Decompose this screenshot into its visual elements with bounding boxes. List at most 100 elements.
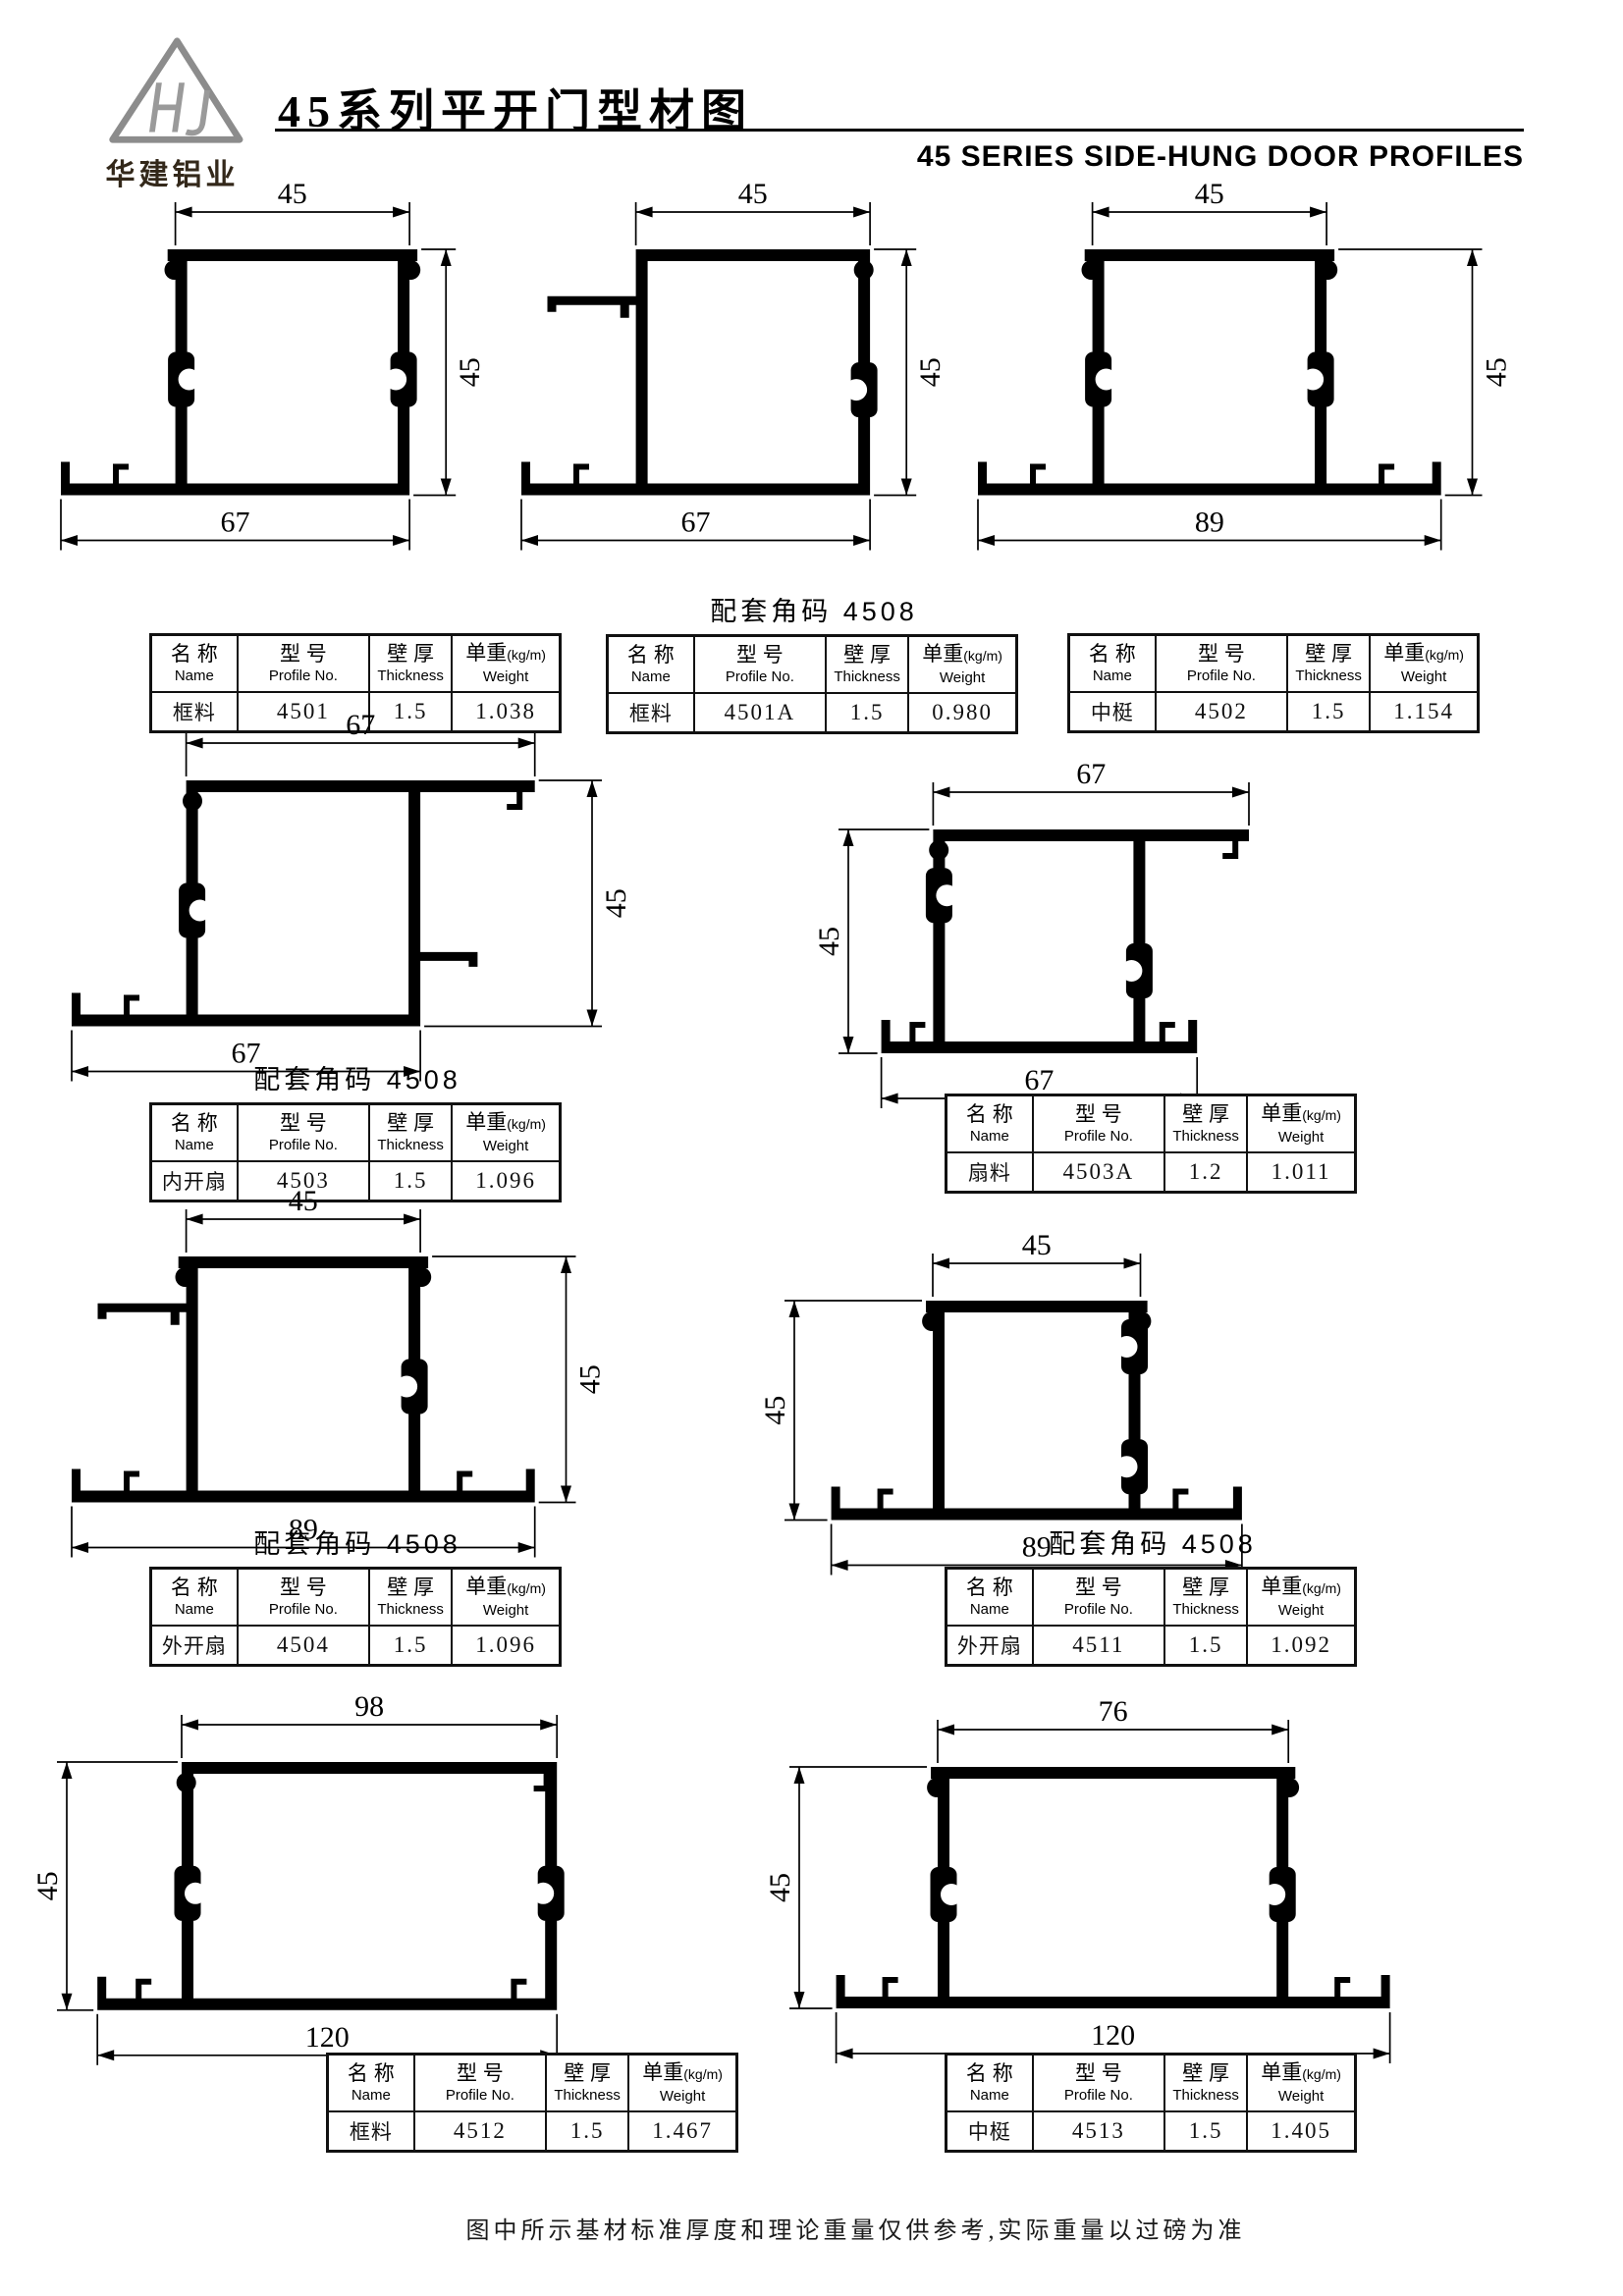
header-en: Name xyxy=(969,1128,1009,1145)
value-name: 中梃 xyxy=(1067,691,1157,733)
header-en: Profile No. xyxy=(1063,1601,1133,1618)
svg-text:45: 45 xyxy=(1481,357,1513,387)
header-en: Thickness xyxy=(1172,1601,1239,1618)
accessory-caption: 配套角码 4508 xyxy=(1049,1529,1257,1559)
header-en: Name xyxy=(969,2087,1009,2104)
col-header-weight: 单重(kg/m)Weight xyxy=(451,633,562,693)
value-profile-no: 4504 xyxy=(236,1625,371,1667)
header-cn: 壁 厚 xyxy=(387,643,435,666)
header-cn: 名 称 xyxy=(1088,643,1136,666)
value-weight: 1.405 xyxy=(1246,2110,1357,2153)
header-en: Weight xyxy=(482,1138,529,1154)
header-en: Profile No. xyxy=(1063,1128,1133,1145)
value-profile-no: 4501 xyxy=(236,691,371,733)
col-header-weight: 单重(kg/m)Weight xyxy=(1246,1094,1357,1153)
value-weight: 1.092 xyxy=(1246,1625,1357,1667)
header-en: Profile No. xyxy=(268,1601,338,1618)
svg-text:45: 45 xyxy=(1195,178,1224,210)
header-cn: 单重(kg/m) xyxy=(465,1111,546,1134)
drawing-4504: 45 89 45 xyxy=(71,1185,607,1558)
dimension-lines xyxy=(977,202,1483,551)
svg-text:45: 45 xyxy=(289,1185,318,1217)
value-name: 框料 xyxy=(606,692,695,734)
col-header-weight: 单重(kg/m)Weight xyxy=(1246,1567,1357,1627)
weight-unit: (kg/m) xyxy=(1302,1107,1341,1123)
page-subtitle: 45 SERIES SIDE-HUNG DOOR PROFILES xyxy=(916,140,1524,173)
page-title: 45系列平开门型材图 xyxy=(278,85,753,136)
svg-text:45: 45 xyxy=(813,927,845,956)
header-en: Profile No. xyxy=(445,2087,514,2104)
value-thickness: 1.5 xyxy=(1286,691,1372,733)
header-cn: 壁 厚 xyxy=(387,1112,435,1135)
weight-unit: (kg/m) xyxy=(507,647,546,663)
company-logo: 华建铝业 xyxy=(77,35,268,193)
value-weight: 1.096 xyxy=(451,1625,562,1667)
col-header-weight: 单重(kg/m)Weight xyxy=(1246,2053,1357,2112)
header-cn: 单重(kg/m) xyxy=(642,2061,723,2084)
dimension-lines xyxy=(60,202,457,551)
svg-text:45: 45 xyxy=(764,1873,796,1902)
value-weight: 1.038 xyxy=(451,691,562,733)
svg-text:45: 45 xyxy=(574,1364,607,1394)
value-profile-no: 4512 xyxy=(412,2110,548,2153)
header-en: Name xyxy=(174,1137,214,1153)
header-cn: 名 称 xyxy=(170,643,218,666)
svg-text:120: 120 xyxy=(305,2021,350,2054)
profile-section-shape xyxy=(978,249,1441,496)
header-en: Name xyxy=(174,667,214,684)
value-thickness: 1.5 xyxy=(368,1160,454,1202)
header-en: Thickness xyxy=(377,667,444,684)
accessory-caption: 配套角码 4508 xyxy=(710,597,918,626)
svg-text:89: 89 xyxy=(1022,1531,1052,1564)
col-header-weight: 单重(kg/m)Weight xyxy=(451,1567,562,1627)
svg-text:45: 45 xyxy=(738,178,768,210)
accessory-caption: 配套角码 4508 xyxy=(253,1529,461,1559)
header-en: Thickness xyxy=(834,668,900,685)
svg-text:120: 120 xyxy=(1091,2019,1135,2052)
col-header-weight: 单重(kg/m)Weight xyxy=(907,634,1018,694)
header-cn: 名 称 xyxy=(965,1103,1013,1126)
svg-text:67: 67 xyxy=(346,709,375,741)
dimension-lines xyxy=(71,1209,576,1558)
profile-section-shape xyxy=(521,249,871,496)
value-profile-no: 4502 xyxy=(1154,691,1289,733)
value-profile-no: 4501A xyxy=(692,692,828,734)
header-cn: 名 称 xyxy=(626,644,675,667)
value-name: 框料 xyxy=(149,691,239,733)
header-cn: 型 号 xyxy=(1074,2062,1122,2085)
header-en: Thickness xyxy=(377,1137,444,1153)
svg-text:89: 89 xyxy=(289,1514,318,1546)
header-en: Name xyxy=(630,668,671,685)
svg-text:45: 45 xyxy=(454,357,486,387)
